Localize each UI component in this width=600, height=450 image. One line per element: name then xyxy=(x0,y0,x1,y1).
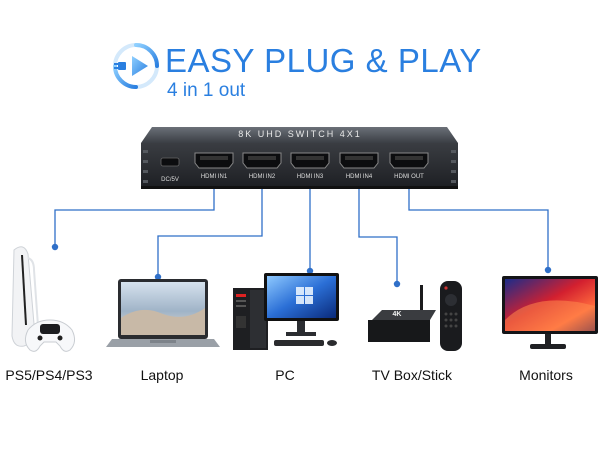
device-label-ps5: PS5/PS4/PS3 xyxy=(5,367,93,383)
pc-device xyxy=(233,273,339,350)
line-tvbox xyxy=(358,189,398,284)
line-ps5 xyxy=(54,189,215,247)
ps5-console xyxy=(11,246,76,352)
hdmi-in2-port xyxy=(242,152,282,169)
hdmi-out-port xyxy=(389,152,429,169)
dc-port xyxy=(160,157,180,167)
plug-play-icon xyxy=(110,40,162,92)
connection-lines xyxy=(54,189,549,284)
connection-dots xyxy=(51,243,552,288)
laptop-device xyxy=(106,279,220,347)
port-label-in4: HDMI IN4 xyxy=(346,174,373,180)
hdmi-switch: 8K UHD SWITCH 4X1 DC/5V HDMI IN1 HDMI IN… xyxy=(141,127,458,189)
monitor-device xyxy=(502,276,598,349)
hdmi-in3-port xyxy=(290,152,330,169)
device-label-pc: PC xyxy=(275,367,295,383)
line-laptop xyxy=(157,189,263,277)
switch-model-label: 8K UHD SWITCH 4X1 xyxy=(238,129,362,139)
port-label-dc: DC/5V xyxy=(161,177,179,183)
hdmi-in4-port xyxy=(339,152,379,169)
device-label-tvbox: TV Box/Stick xyxy=(371,367,453,383)
port-label-in2: HDMI IN2 xyxy=(249,174,276,180)
hdmi-in1-port xyxy=(194,152,234,169)
device-label-monitors: Monitors xyxy=(519,367,573,383)
port-label-out: HDMI OUT xyxy=(394,174,424,180)
port-label-in1: HDMI IN1 xyxy=(201,174,228,180)
port-label-in3: HDMI IN3 xyxy=(297,174,324,180)
device-label-laptop: Laptop xyxy=(140,367,184,383)
tvbox-device: 4K xyxy=(368,281,462,351)
line-monitor xyxy=(408,189,549,270)
page-subtitle: 4 in 1 out xyxy=(167,80,246,101)
tvbox-4k-badge: 4K xyxy=(393,311,402,318)
page-title: EASY PLUG & PLAY xyxy=(165,42,482,79)
